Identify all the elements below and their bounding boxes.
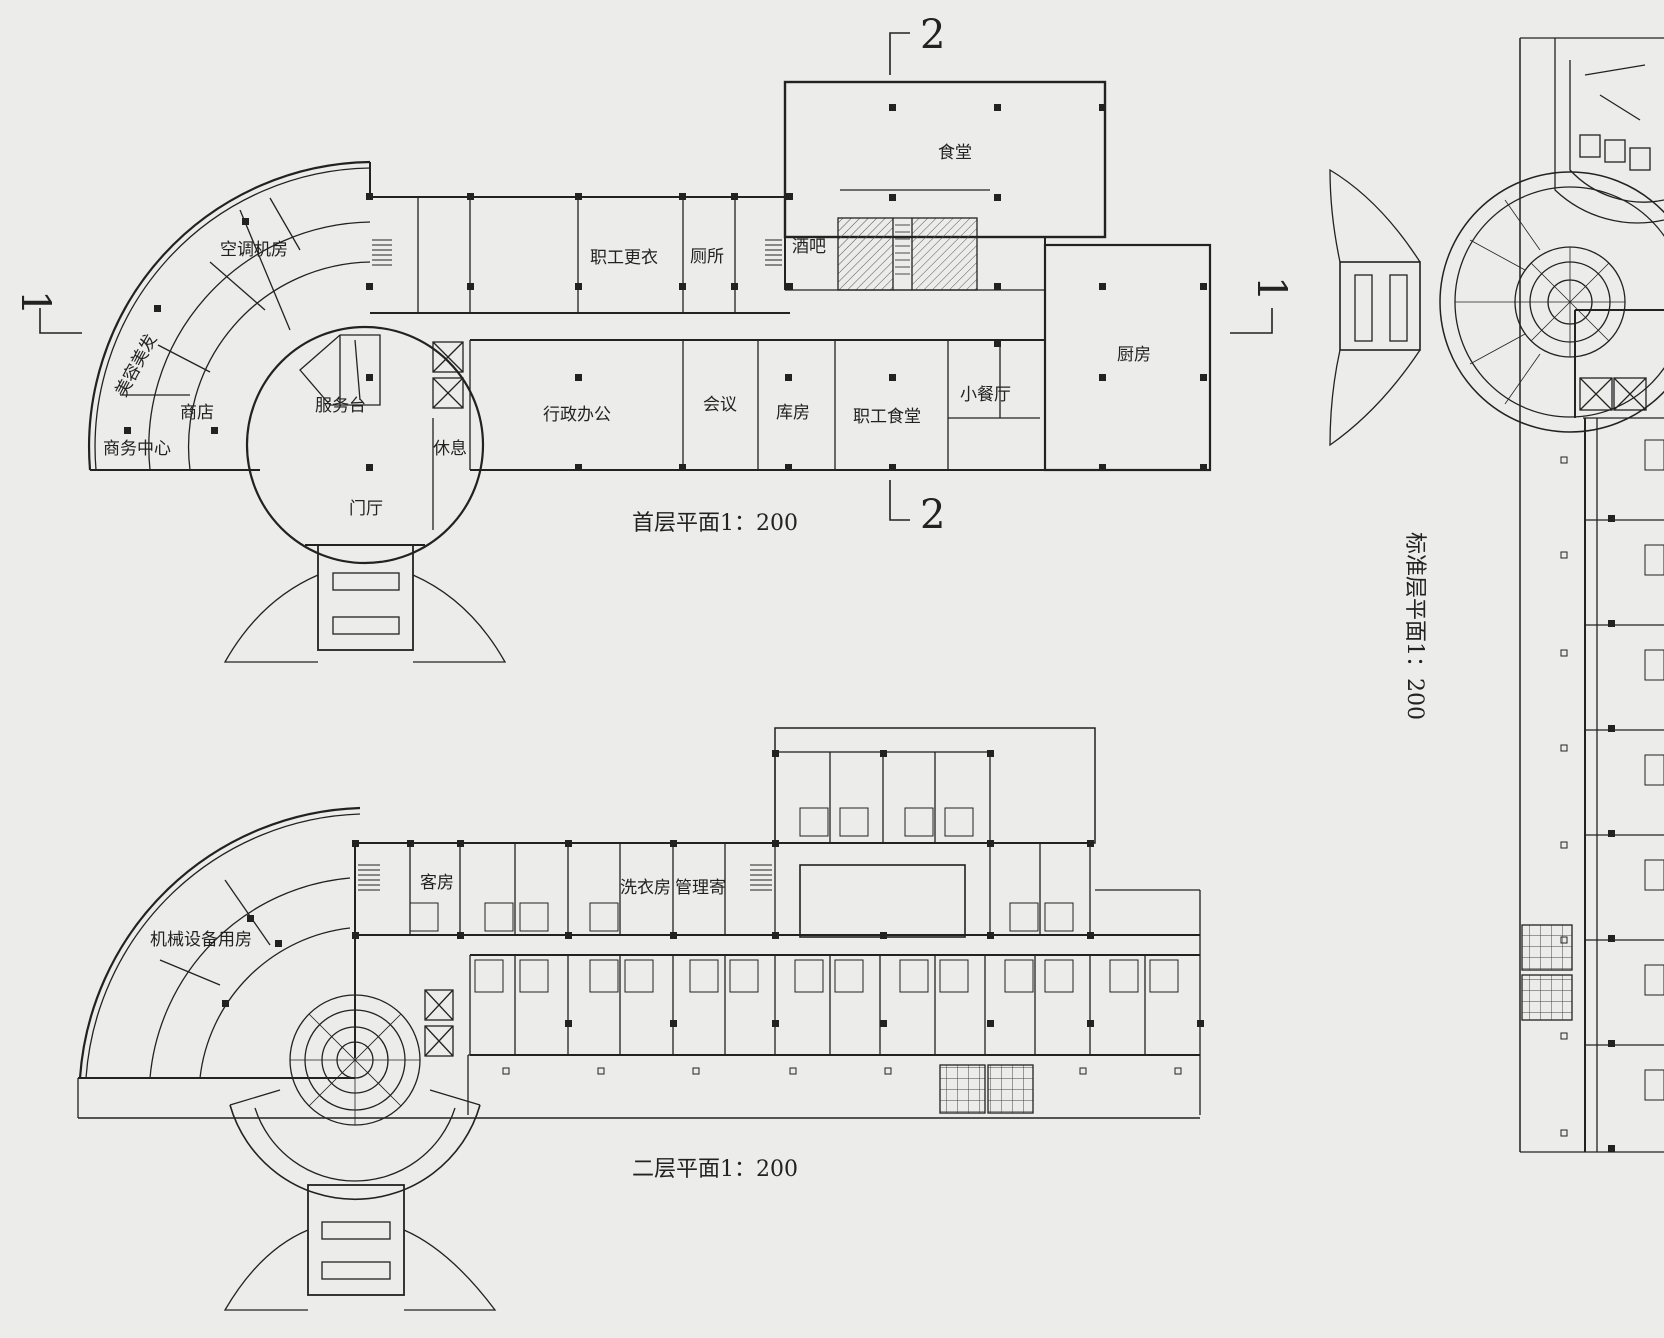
ground-floor-plan	[88, 80, 1212, 663]
west-wing-outer-arc	[88, 160, 371, 471]
room-label-mechanical: 机械设备用房	[150, 930, 252, 950]
room-label-rest: 休息	[433, 439, 467, 459]
room-label-laundry: 洗衣房	[620, 878, 671, 898]
room-label-shop: 商店	[180, 403, 214, 423]
room-label-ac-room: 空调机房	[220, 240, 288, 260]
room-label-staff-locker: 职工更衣	[590, 248, 658, 268]
room-label-staff-canteen: 职工食堂	[853, 407, 921, 427]
second-floor-plan	[77, 727, 1204, 1311]
room-label-service-desk: 服务台	[315, 396, 366, 416]
room-label-toilet: 厕所	[690, 247, 724, 267]
section-mark-1-left: 1	[12, 290, 58, 315]
standard-floor-title: 标准层平面1：200	[1402, 532, 1427, 720]
ground-floor-title: 首层平面1：200	[632, 511, 798, 536]
room-label-business-center: 商务中心	[103, 439, 171, 459]
section-mark-2-bottom: 2	[920, 492, 945, 538]
room-label-canteen: 食堂	[938, 143, 972, 163]
section-mark-2-top: 2	[920, 12, 945, 58]
room-label-small-dining: 小餐厅	[960, 385, 1011, 405]
west-wing-outer-arc-inner	[94, 167, 371, 471]
room-label-bar: 酒吧	[792, 237, 826, 257]
kitchen-block	[1043, 243, 1212, 472]
second-floor-title: 二层平面1：200	[632, 1157, 798, 1182]
room-label-meeting: 会议	[703, 395, 737, 415]
second-wing-outer-arc	[78, 806, 361, 1079]
room-label-management: 管理寄	[675, 878, 726, 898]
standard-floor-plan	[1329, 37, 1664, 1153]
room-label-lobby: 门厅	[349, 499, 383, 519]
lobby-rotunda	[245, 325, 485, 565]
room-label-guest-room: 客房	[420, 873, 454, 893]
room-label-kitchen: 厨房	[1117, 345, 1151, 365]
room-label-storage: 库房	[776, 403, 810, 423]
section-mark-1-right: 1	[1248, 276, 1294, 301]
room-label-admin-office: 行政办公	[543, 405, 611, 425]
